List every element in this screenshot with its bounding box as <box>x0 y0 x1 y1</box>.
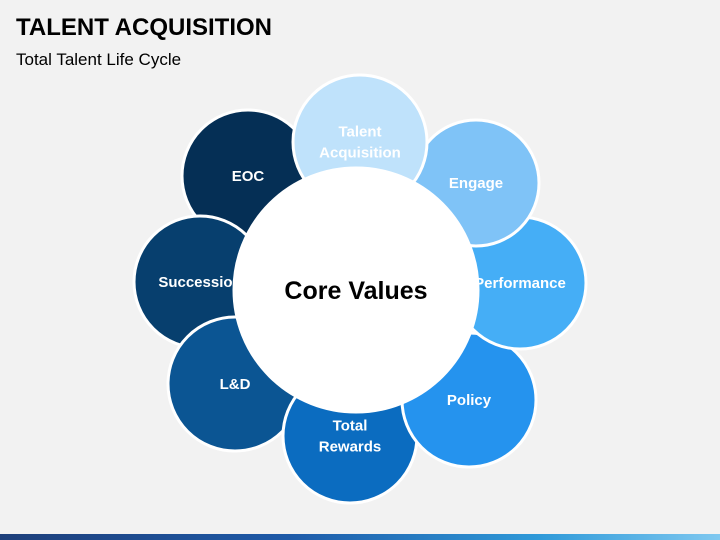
petal-label-engage: Engage <box>449 175 503 192</box>
petal-label-talent-acquisition: Talent <box>338 124 381 141</box>
page-title: TALENT ACQUISITION <box>16 14 272 41</box>
petal-label-performance: Performance <box>474 275 566 292</box>
petal-label-policy: Policy <box>447 392 492 409</box>
petal-label-eoc: EOC <box>232 168 265 185</box>
petal-label-total-rewards: Total <box>333 418 368 435</box>
center-node: Core Values <box>232 166 480 414</box>
center-label: Core Values <box>284 277 427 305</box>
petal-label-l-and-d: L&D <box>220 376 251 393</box>
center-circle <box>232 166 480 414</box>
petal-group: TalentAcquisitionEngagePerformancePolicy… <box>132 73 588 505</box>
petal-label-succession: Succession <box>158 274 241 291</box>
petal-label-total-rewards: Rewards <box>319 439 382 456</box>
petal-label-talent-acquisition: Acquisition <box>319 145 401 162</box>
bottom-accent-bar <box>0 534 720 540</box>
page-subtitle: Total Talent Life Cycle <box>16 50 182 69</box>
